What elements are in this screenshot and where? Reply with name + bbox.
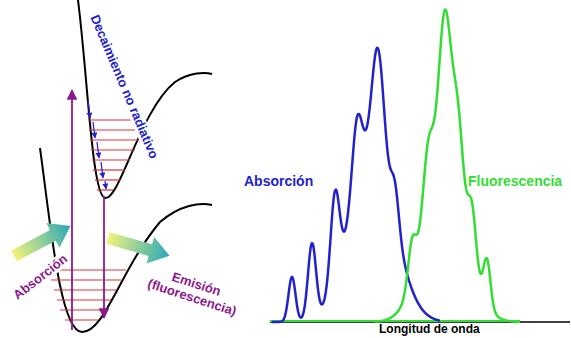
vibrational-levels bbox=[49, 120, 147, 320]
decay-label: Decaimiento no radiativo bbox=[87, 12, 161, 162]
relaxation-arrows bbox=[88, 100, 106, 189]
fluorescence-baseline bbox=[270, 320, 520, 322]
ground-state-curve bbox=[40, 148, 212, 332]
fluorescence-spectrum-label: Fluorescencia bbox=[467, 174, 563, 189]
axis-label: Longitud de onda bbox=[378, 323, 481, 336]
excited-state-curve bbox=[78, 0, 212, 198]
absorption-arrow bbox=[71, 90, 73, 330]
outgoing-light-arrow bbox=[104, 225, 173, 270]
fluorescence-spectrum bbox=[375, 9, 520, 321]
emission-label: Emisión (fluorescencia) bbox=[141, 262, 247, 321]
emission-arrow bbox=[103, 196, 105, 318]
absorption-spectrum-label: Absorción bbox=[243, 174, 314, 189]
